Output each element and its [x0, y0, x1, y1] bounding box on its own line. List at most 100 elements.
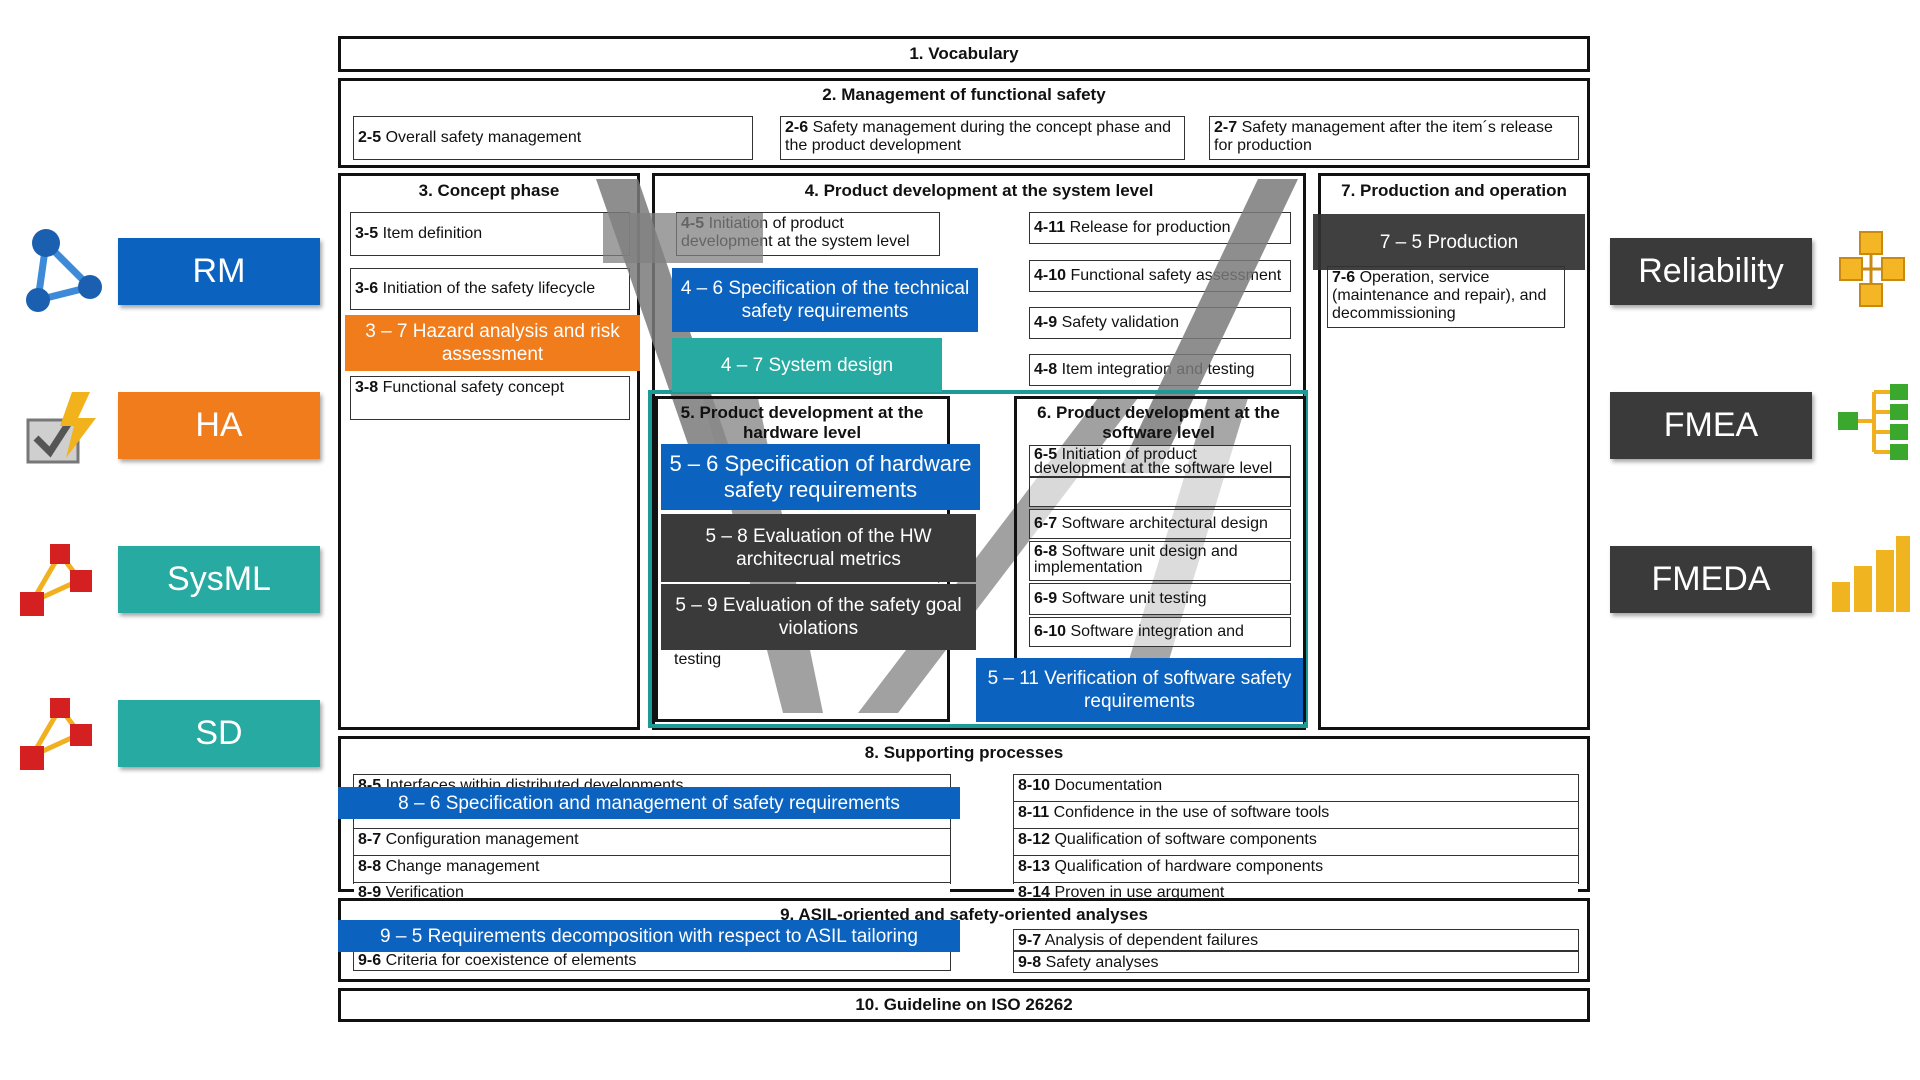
overlay-software-verification[interactable]: 5 – 11 Verification of software safety r…	[976, 658, 1303, 722]
item-text: Software architectural design	[1057, 515, 1268, 532]
overlay-hazard-analysis[interactable]: 3 – 7 Hazard analysis and risk assessmen…	[345, 315, 640, 371]
side-label-rm[interactable]: RM	[118, 238, 320, 305]
item-text: Verification	[381, 884, 464, 901]
item-text: testing	[674, 651, 722, 668]
side-label-fmeda-text: FMEDA	[1651, 560, 1771, 598]
side-label-fmeda[interactable]: FMEDA	[1610, 546, 1812, 613]
item-number: 2-6	[785, 119, 809, 136]
supporting-right-list: 8-10 Documentation 8-11 Confidence in th…	[1013, 774, 1579, 907]
overlay-hardware-safety-requirements[interactable]: 5 – 6 Specification of hardware safety r…	[661, 444, 980, 510]
item-text: Documentation	[1050, 777, 1163, 794]
item-number: 8-10	[1018, 777, 1051, 794]
hardware-title: 5. Product development at the hardware l…	[680, 403, 924, 442]
item-number: 6-9	[1034, 590, 1058, 607]
asil-item-9-8: 9-8 Safety analyses	[1013, 951, 1579, 973]
system-level-title: 4. Product development at the system lev…	[804, 181, 1154, 200]
vocabulary-title: 1. Vocabulary	[909, 44, 1019, 63]
item-number: 2-7	[1214, 119, 1238, 136]
item-text: Functional safety concept	[378, 379, 565, 396]
management-section: 2. Management of functional safety 2-5 O…	[338, 78, 1590, 168]
side-label-reliability[interactable]: Reliability	[1610, 238, 1812, 305]
item-number: 6-8	[1034, 543, 1058, 560]
item-text: Criteria for coexistence of elements	[381, 952, 637, 969]
concept-item-3-6: 3-6 Initiation of the safety lifecycle	[350, 268, 630, 310]
tree-structure-icon	[1834, 380, 1914, 464]
overlay-text: 3 – 7 Hazard analysis and risk assessmen…	[365, 321, 620, 365]
hierarchy-blocks-icon	[16, 540, 100, 620]
item-number: 4-10	[1034, 267, 1067, 284]
supporting-item: 8-7 Configuration management	[354, 829, 950, 856]
guideline-box: 10. Guideline on ISO 26262	[338, 988, 1590, 1022]
item-number: 8-7	[358, 831, 382, 848]
software-title: 6. Product development at the software l…	[1037, 403, 1280, 442]
software-section: 6. Product development at the software l…	[1014, 396, 1306, 722]
concept-item-3-8: 3-8 Functional safety concept	[350, 376, 630, 420]
asil-title: 9. ASIL-oriented and safety-oriented ana…	[780, 905, 1148, 924]
item-number: 4-11	[1034, 219, 1066, 236]
overlay-technical-safety-requirements[interactable]: 4 – 6 Specification of the technical saf…	[672, 268, 978, 332]
item-number: 6-5	[1034, 446, 1058, 463]
side-label-fmea[interactable]: FMEA	[1610, 392, 1812, 459]
overlay-safety-goal-violations[interactable]: 5 – 9 Evaluation of the safety goal viol…	[661, 584, 976, 650]
item-number: 3-8	[355, 379, 379, 396]
production-title: 7. Production and operation	[1341, 181, 1567, 200]
lightning-checkbox-icon	[22, 388, 102, 468]
overlay-hw-architectural-metrics[interactable]: 5 – 8 Evaluation of the HW architecrual …	[661, 514, 976, 582]
supporting-item: 8-13 Qualification of hardware component…	[1014, 856, 1578, 883]
side-label-sysml-text: SysML	[167, 560, 271, 598]
item-number: 9-7	[1018, 932, 1042, 949]
software-item-6-8: 6-8 Software unit design and implementat…	[1029, 541, 1291, 581]
side-label-ha[interactable]: HA	[118, 392, 320, 459]
software-item-6-5: 6-5 Initiation of product development at…	[1029, 445, 1291, 477]
overlay-safety-requirements-management[interactable]: 8 – 6 Specification and management of sa…	[338, 787, 960, 819]
overlay-text: 9 – 5 Requirements decomposition with re…	[380, 925, 918, 947]
asil-item-9-6: 9-6 Criteria for coexistence of elements	[353, 949, 951, 971]
overlay-text: 7 – 5 Production	[1379, 231, 1519, 253]
side-label-fmea-text: FMEA	[1663, 406, 1759, 444]
software-item-blank	[1029, 477, 1291, 507]
item-text: Overall safety management	[381, 129, 582, 146]
item-text: Operation, service (maintenance and repa…	[1332, 269, 1547, 322]
item-number: 2-5	[358, 129, 382, 146]
overlay-production[interactable]: 7 – 5 Production	[1313, 214, 1585, 270]
hw-sw-container	[648, 390, 1308, 728]
supporting-item: 8-11 Confidence in the use of software t…	[1014, 802, 1578, 829]
side-label-reliability-text: Reliability	[1638, 252, 1784, 290]
item-text: Safety analyses	[1041, 954, 1159, 971]
item-text: Software unit design and implementation	[1034, 543, 1238, 576]
concept-item-3-5: 3-5 Item definition	[350, 212, 630, 256]
item-text: Safety validation	[1057, 314, 1179, 331]
item-number: 3-6	[355, 280, 379, 297]
item-number: 7-6	[1332, 269, 1356, 286]
system-item-4-9: 4-9 Safety validation	[1029, 307, 1291, 339]
overlay-requirements-decomposition[interactable]: 9 – 5 Requirements decomposition with re…	[338, 920, 960, 952]
item-text: Item definition	[378, 225, 483, 242]
system-item-4-8: 4-8 Item integration and testing	[1029, 354, 1291, 386]
overlay-text: 5 – 9 Evaluation of the safety goal viol…	[675, 595, 962, 639]
cube-stack-icon	[1832, 228, 1912, 312]
side-label-sd[interactable]: SD	[118, 700, 320, 767]
item-text: Change management	[381, 858, 540, 875]
guideline-title: 10. Guideline on ISO 26262	[855, 995, 1073, 1014]
side-label-ha-text: HA	[195, 406, 243, 444]
overlay-system-design[interactable]: 4 – 7 System design	[672, 338, 942, 392]
supporting-item: 8-12 Qualification of software component…	[1014, 829, 1578, 856]
item-number: 6-7	[1034, 515, 1058, 532]
item-text: Initiation of the safety lifecycle	[378, 280, 596, 297]
side-label-sysml[interactable]: SysML	[118, 546, 320, 613]
item-text: Software unit testing	[1057, 590, 1207, 607]
item-text: Proven in use argument	[1050, 884, 1225, 901]
software-item-6-7: 6-7 Software architectural design	[1029, 509, 1291, 539]
item-number: 8-11	[1018, 804, 1050, 821]
software-item-6-10: 6-10 Software integration and	[1029, 617, 1291, 647]
item-text: Initiation of product development at the…	[1034, 446, 1273, 477]
overlay-text: 4 – 6 Specification of the technical saf…	[680, 278, 970, 322]
overlay-text: 5 – 11 Verification of software safety r…	[987, 668, 1292, 712]
supporting-item: 8-10 Documentation	[1014, 775, 1578, 802]
concept-phase-section: 3. Concept phase 3-5 Item definition 3-6…	[338, 173, 640, 730]
item-number: 4-8	[1034, 361, 1058, 378]
item-text: Safety management during the concept pha…	[785, 119, 1172, 154]
item-number: 6-10	[1034, 623, 1067, 640]
item-text: Analysis of dependent failures	[1041, 932, 1259, 949]
overlay-text: 5 – 8 Evaluation of the HW architecrual …	[705, 526, 932, 570]
